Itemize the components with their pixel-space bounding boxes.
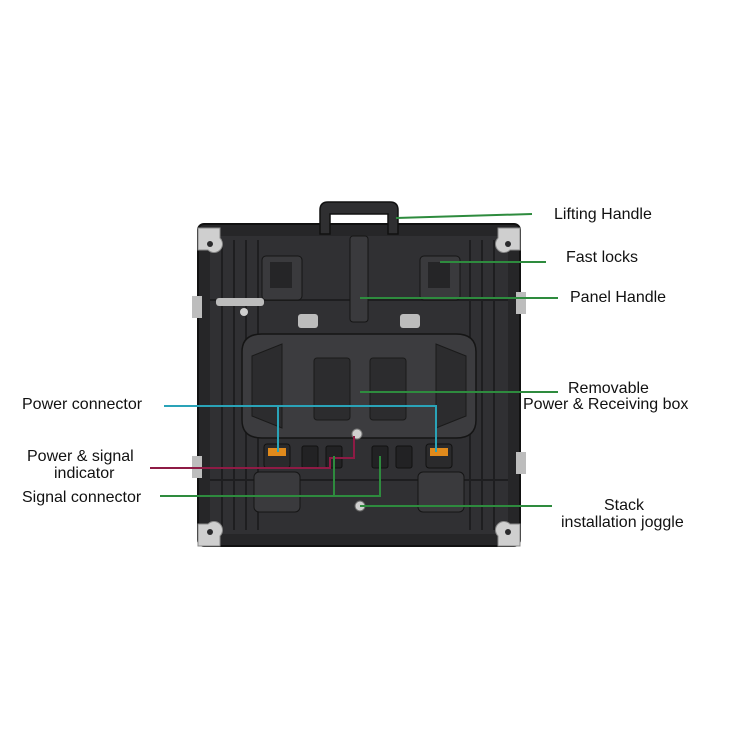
label-panel-handle: Panel Handle — [570, 289, 666, 306]
label-stack-line2: installation joggle — [561, 514, 684, 531]
label-fast-locks: Fast locks — [566, 249, 638, 266]
label-power-connector: Power connector — [22, 396, 143, 413]
leader-lifting-handle — [395, 213, 533, 219]
label-removable-line1: Removable — [568, 380, 649, 397]
side-tab-right-bottom — [516, 452, 526, 474]
lifting-handle — [319, 201, 399, 235]
label-indicator-line1: Power & signal — [27, 448, 134, 465]
label-lifting-handle: Lifting Handle — [554, 206, 652, 223]
fast-lock-left — [216, 255, 318, 328]
leader-lines — [150, 213, 558, 507]
leader-signal-connector-right — [334, 456, 381, 497]
lower-brackets — [253, 471, 465, 513]
labels: Lifting Handle Fast locks Panel Handle R… — [22, 206, 688, 531]
label-removable-line2: Power & Receiving box — [523, 396, 688, 413]
leader-power-connector — [164, 405, 437, 452]
panel-handle — [349, 235, 369, 323]
led-cabinet — [192, 201, 526, 547]
label-indicator-line2: indicator — [54, 465, 115, 482]
power-connector-right — [425, 443, 453, 469]
side-tab-left-top — [192, 296, 202, 318]
removable-box — [241, 333, 477, 439]
leader-indicator — [150, 436, 355, 469]
side-tab-right-top — [516, 292, 526, 314]
label-signal-connector: Signal connector — [22, 489, 142, 506]
label-stack-line1: Stack — [604, 497, 645, 514]
fast-lock-right — [400, 255, 461, 328]
